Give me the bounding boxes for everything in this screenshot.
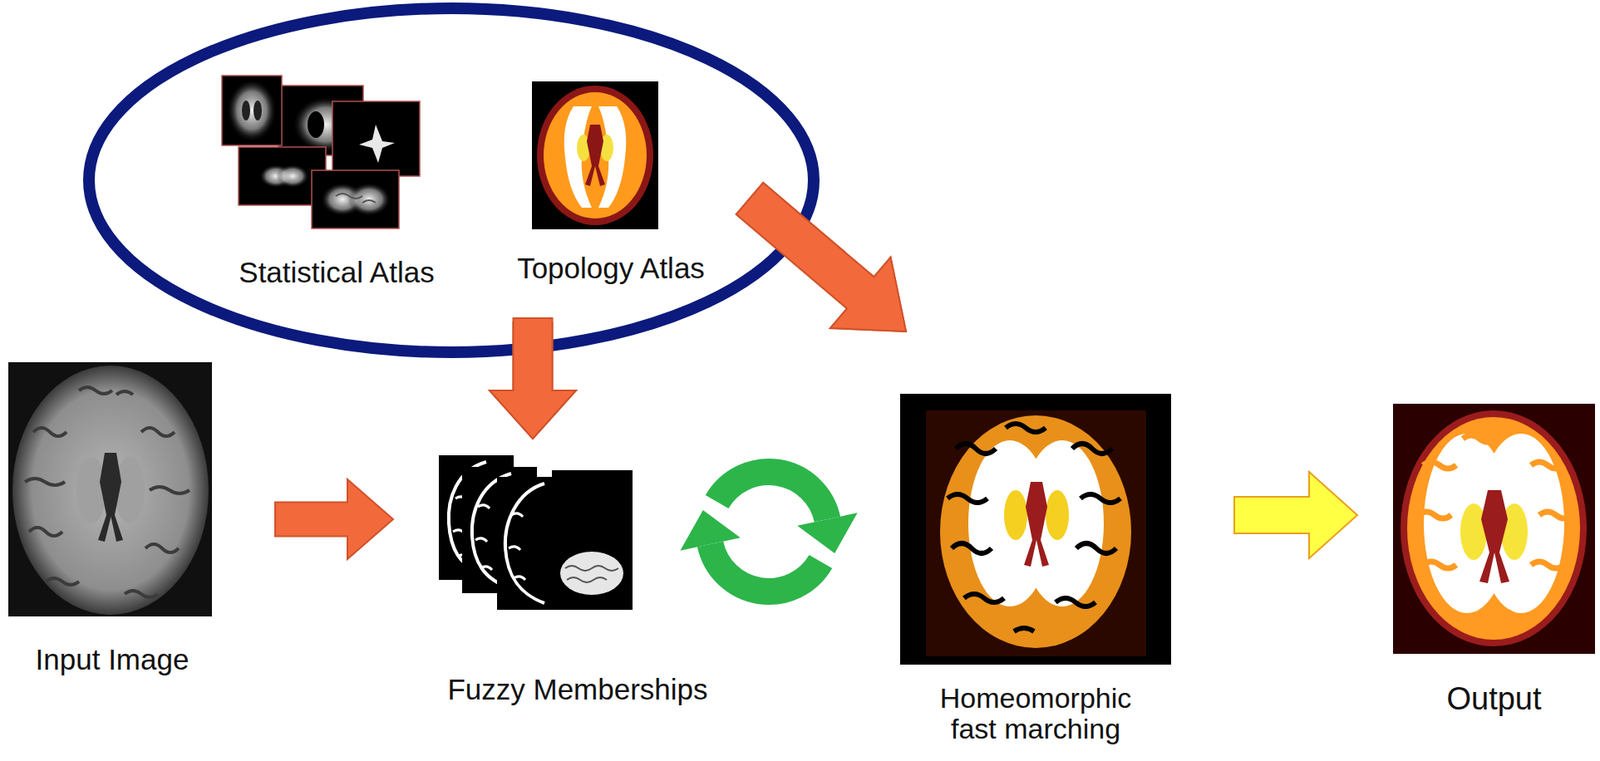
image-node: Output xyxy=(1393,403,1596,720)
node-caption: Topology Atlas xyxy=(502,251,719,286)
node-caption: Fuzzy Memberships xyxy=(432,673,724,707)
block-arrow xyxy=(1234,472,1358,559)
output-segmentation-image xyxy=(1393,403,1596,655)
cycle-arrows xyxy=(679,472,857,592)
node-caption: Statistical Atlas xyxy=(214,256,459,290)
fast-marching-image xyxy=(900,393,1172,665)
block-arrow xyxy=(736,182,906,332)
fuzzy-membership-images xyxy=(438,455,633,611)
image-node: Homeomorphic fast marching xyxy=(900,393,1172,749)
image-node: Input Image xyxy=(8,362,217,680)
image-node: Statistical Atlas xyxy=(214,73,459,293)
node-caption: Input Image xyxy=(8,643,217,677)
input-mri-image xyxy=(8,362,212,617)
node-caption: Output xyxy=(1393,681,1596,717)
topology-atlas-image xyxy=(531,81,659,230)
block-arrow xyxy=(275,479,394,560)
atlas-group-ellipse xyxy=(88,8,814,353)
image-node: Topology Atlas xyxy=(502,78,719,289)
image-node: Fuzzy Memberships xyxy=(432,453,724,710)
statistical-atlas-images xyxy=(221,75,420,229)
node-caption: Homeomorphic fast marching xyxy=(925,683,1147,745)
block-arrow xyxy=(736,182,906,332)
block-arrow xyxy=(489,318,576,439)
